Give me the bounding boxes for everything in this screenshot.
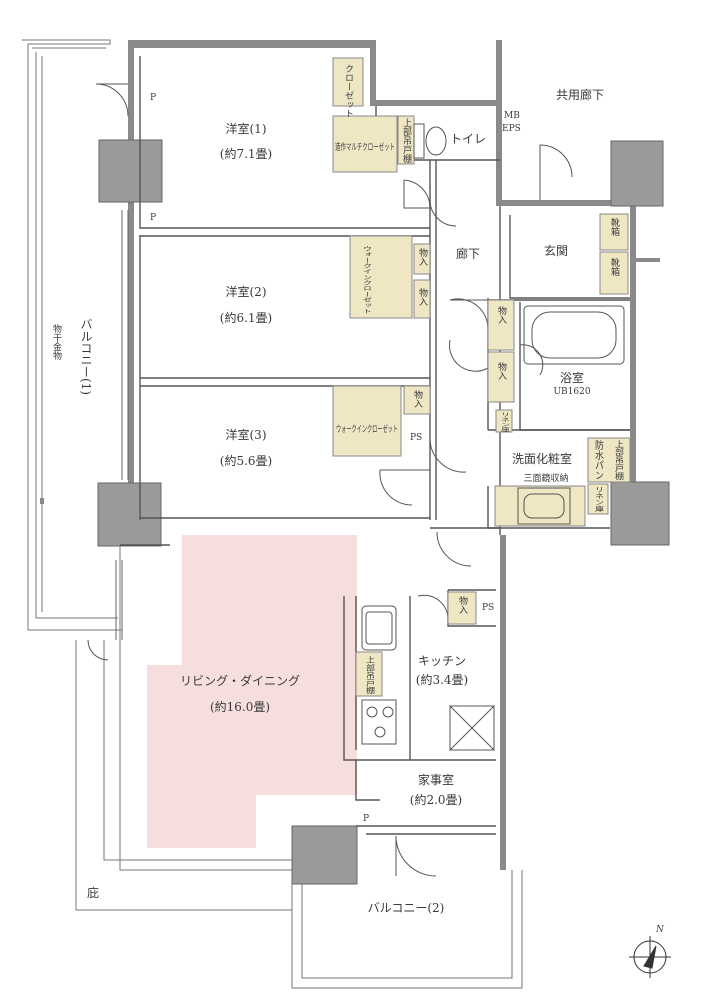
- storage-hall-2: [413, 279, 431, 319]
- closet-western1-label: クローゼット: [343, 64, 354, 118]
- p-marker-2: P: [150, 213, 156, 223]
- balcony2-name: バルコニー(2): [368, 901, 445, 915]
- three-mirror-storage: [494, 485, 586, 527]
- storage-bath-1: [487, 299, 515, 351]
- western2-name: 洋室(2): [226, 284, 267, 299]
- waterproof-pan: [587, 437, 631, 483]
- storage-hall-1: [413, 243, 431, 275]
- kitchen-stove: [361, 699, 397, 745]
- upper-cabinet-toilet-label: 上部吊戸棚: [401, 118, 412, 164]
- storage-units: [332, 57, 631, 697]
- storage-western3: [403, 385, 431, 415]
- storage-bath-2-label: 物入: [496, 361, 507, 380]
- living-area-fill: [147, 535, 357, 848]
- storage-bath-2: [487, 351, 515, 403]
- common-corridor-name: 共用廊下: [556, 87, 604, 102]
- storage-hall-2-label: 物入: [417, 287, 428, 306]
- linen-label: リネン庫: [499, 412, 510, 433]
- multi-closet: [332, 115, 398, 173]
- mb-label: MB: [504, 111, 520, 121]
- balcony1-handrail-marker: [40, 498, 44, 504]
- utility-name: 家事室: [418, 772, 454, 787]
- p-marker-3: P: [363, 814, 369, 824]
- pillar-s: [291, 825, 358, 885]
- shoe-box-2-label: 靴箱: [609, 257, 620, 277]
- bath-spec: UB1620: [553, 387, 590, 397]
- storage-kitchen-label: 物入: [457, 595, 468, 614]
- shoe-box-1-label: 靴箱: [609, 217, 620, 237]
- western3-size: (約5.6畳): [220, 453, 272, 468]
- balcony2-outline: [291, 870, 523, 989]
- storage-kitchen: [447, 591, 477, 625]
- balcony1-outline: [22, 39, 122, 631]
- toilet-name: トイレ: [450, 132, 486, 146]
- interior-walls: [120, 56, 630, 835]
- upper-cabinet-kitchen-label: 上部吊戸棚: [364, 656, 375, 695]
- hallway-name: 廊下: [456, 246, 480, 261]
- western3-name: 洋室(3): [226, 427, 267, 442]
- p-marker-1: P: [150, 93, 156, 103]
- upper-cabinet-washroom-pan-label: 上部吊戸棚: [613, 440, 624, 481]
- walkin-western3-label: ウォークインクローゼット: [336, 423, 398, 435]
- ps-western3: PS: [410, 433, 422, 443]
- toilet-fixture: [413, 123, 447, 159]
- pillar-ne: [610, 140, 664, 207]
- walkin-closet-western3: [332, 385, 402, 457]
- window-markers: [115, 210, 129, 640]
- western2-size: (約6.1畳): [220, 310, 272, 325]
- kitchen-name: キッチン: [418, 654, 466, 668]
- utility-size: (約2.0畳): [410, 792, 462, 807]
- western1-size: (約7.1畳): [220, 146, 272, 161]
- washroom-fixtures: [517, 487, 571, 525]
- garden-name: 庇: [87, 885, 99, 900]
- balcony1-name: バルコニー(1): [79, 318, 93, 395]
- living-size: (約16.0畳): [210, 699, 270, 714]
- pillar-e: [610, 481, 670, 546]
- exterior-walls: [128, 40, 660, 870]
- storage-western3-label: 物入: [412, 389, 423, 408]
- compass-icon: [629, 936, 671, 978]
- storage-hall-1-label: 物入: [417, 247, 428, 266]
- storage-bath-1-label: 物入: [496, 305, 507, 324]
- kitchen-fixtures: [361, 605, 495, 751]
- door-swings: [87, 83, 573, 877]
- shoe-box-1: [599, 213, 629, 251]
- washroom-name: 洗面化粧室: [512, 451, 572, 466]
- linen-storage: [495, 409, 513, 433]
- walkin-closet-western2: [349, 235, 413, 319]
- kitchen-size: (約3.4畳): [416, 672, 468, 687]
- ps-kitchen: PS: [482, 603, 494, 613]
- three-mirror-label: 三面鏡収納: [523, 472, 568, 484]
- western1-name: 洋室(1): [226, 121, 267, 136]
- bathtub-fixture: [523, 305, 625, 365]
- multi-closet-label: 造作マルチクローゼット: [335, 141, 395, 153]
- walkin-western2-label: ウォークインクローゼット: [361, 246, 372, 314]
- waterproof-pan-label: 防水パン: [593, 439, 604, 480]
- upper-cabinet-washroom-label: リネン庫: [593, 486, 604, 513]
- kitchen-sink: [361, 605, 397, 651]
- entrance-name: 玄関: [544, 243, 568, 258]
- bath-name: 浴室: [560, 370, 584, 385]
- pillar-w: [97, 482, 162, 547]
- upper-cabinet-washroom: [587, 483, 609, 515]
- closet-western1: [332, 57, 364, 107]
- pillars: [97, 139, 670, 885]
- drying-hardware-label: 物干金物: [51, 323, 62, 361]
- eps-label: EPS: [502, 124, 521, 134]
- living-name: リビング・ダイニング: [180, 673, 300, 688]
- compass-north-label: N: [655, 925, 665, 935]
- pillar-nw: [98, 139, 163, 203]
- shoe-box-2: [599, 251, 629, 295]
- upper-cabinet-kitchen: [355, 651, 383, 697]
